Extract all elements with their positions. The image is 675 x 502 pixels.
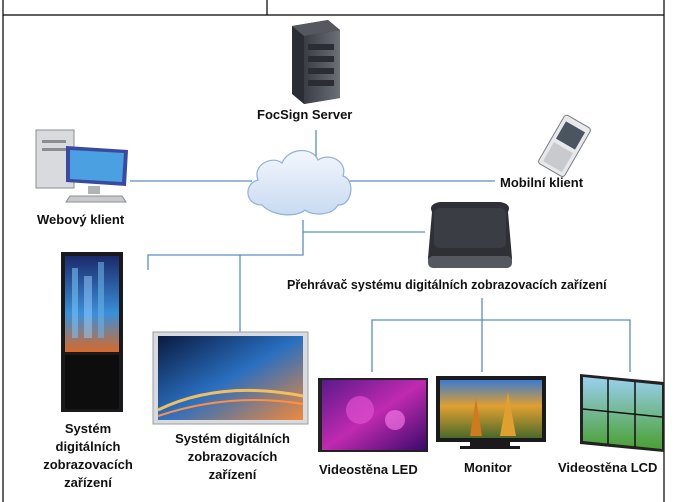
kiosk-label-line: digitálních (55, 439, 121, 454)
lcd-wall-label: Videostěna LCD (558, 460, 658, 475)
wall-display-label: Systém digitálních zobrazovacích zařízen… (160, 430, 305, 484)
wall-display-icon (152, 331, 309, 425)
wall-display-label-line: zařízení (208, 467, 257, 482)
cloud-icon (247, 150, 352, 216)
led-wall-label: Videostěna LED (319, 462, 418, 477)
wall-display-label-line: zobrazovacích (187, 449, 278, 464)
media-player-icon (428, 202, 512, 268)
server-icon (292, 20, 340, 104)
monitor-icon (436, 376, 546, 449)
connection-lines (130, 130, 631, 372)
monitor-label: Monitor (464, 460, 512, 475)
player-label: Přehrávač systému digitálních zobrazovac… (287, 278, 607, 292)
kiosk-label-line: zařízení (64, 475, 112, 490)
led-wall-icon (318, 378, 428, 452)
server-label: FocSign Server (257, 107, 353, 122)
mobile-phone-icon (538, 114, 591, 178)
web-client-label: Webový klient (37, 212, 125, 227)
kiosk-label-line: zobrazovacích (43, 457, 133, 472)
kiosk-label-line: Systém (64, 421, 112, 436)
lcd-wall-icon (580, 374, 664, 452)
kiosk-label: Systém digitálních zobrazovacích zařízen… (28, 420, 148, 492)
computer-icon (35, 129, 128, 203)
wall-display-label-line: Systém digitálních (175, 431, 290, 446)
kiosk-display-icon (61, 252, 123, 412)
mobile-client-label: Mobilní klient (500, 175, 584, 190)
